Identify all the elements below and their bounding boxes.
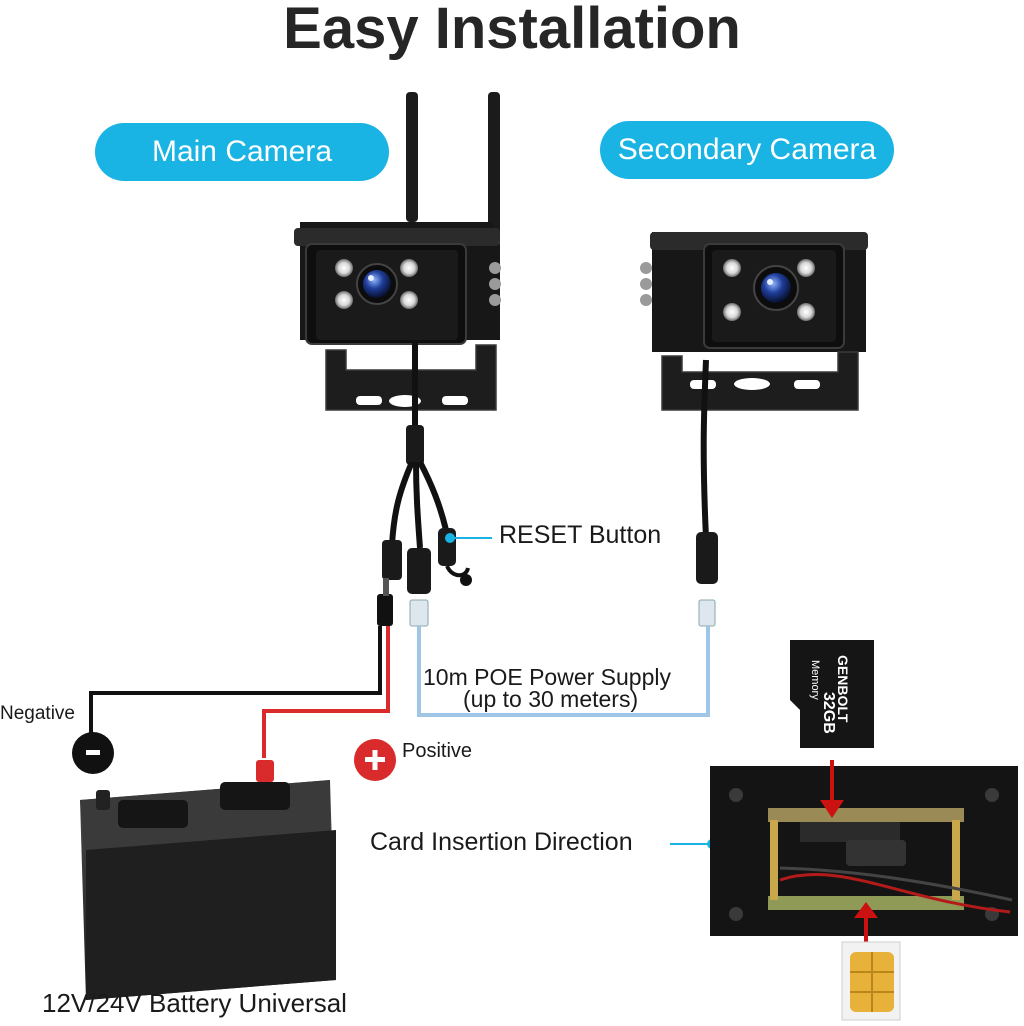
- secondary-camera-label: Secondary Camera: [600, 121, 894, 179]
- sd-capacity: 32GB: [820, 692, 837, 734]
- ir-led: [400, 291, 418, 309]
- micro-sd-card: GENBOLT Memory 32GB: [790, 640, 874, 748]
- battery-label: 12V/24V Battery Universal: [42, 988, 347, 1018]
- antenna-left: [406, 92, 418, 222]
- sim-card: [841, 941, 901, 1021]
- sd-memory-text: Memory: [809, 660, 821, 700]
- sd-brand: GENBOLT: [835, 655, 851, 723]
- positive-label: Positive: [402, 740, 473, 762]
- positive-wire: [262, 626, 390, 758]
- poe-label-line1: 10m POE Power Supply: [423, 664, 672, 690]
- rj45-connector: [696, 532, 718, 584]
- main-camera-label: Main Camera: [95, 123, 389, 181]
- dc-connector: [382, 540, 402, 580]
- poe-label-line2: (up to 30 meters): [463, 686, 639, 712]
- antenna-right: [488, 92, 500, 242]
- ir-led: [400, 259, 418, 277]
- ir-led: [797, 303, 815, 321]
- reset-button-label: RESET Button: [499, 521, 662, 549]
- battery: [80, 760, 336, 1000]
- wiring: [89, 533, 717, 849]
- poe-cable: [417, 626, 710, 717]
- ir-led: [723, 259, 741, 277]
- ir-led: [335, 291, 353, 309]
- ir-led: [335, 259, 353, 277]
- positive-terminal: [256, 760, 274, 782]
- negative-label: Negative: [0, 703, 75, 724]
- negative-symbol: [72, 732, 114, 774]
- negative-wire: [89, 626, 382, 740]
- camera-lens: [363, 270, 391, 298]
- rj45-connector: [407, 548, 431, 594]
- card-slot-enclosure: [710, 760, 1018, 946]
- ir-led: [797, 259, 815, 277]
- main-camera: [294, 92, 501, 627]
- page-title: Easy Installation: [283, 0, 741, 61]
- card-direction-label: Card Insertion Direction: [370, 828, 633, 856]
- ir-led: [723, 303, 741, 321]
- positive-symbol: [354, 739, 396, 781]
- reset-button: [438, 528, 456, 566]
- secondary-camera: [640, 232, 868, 627]
- camera-lens: [761, 273, 791, 303]
